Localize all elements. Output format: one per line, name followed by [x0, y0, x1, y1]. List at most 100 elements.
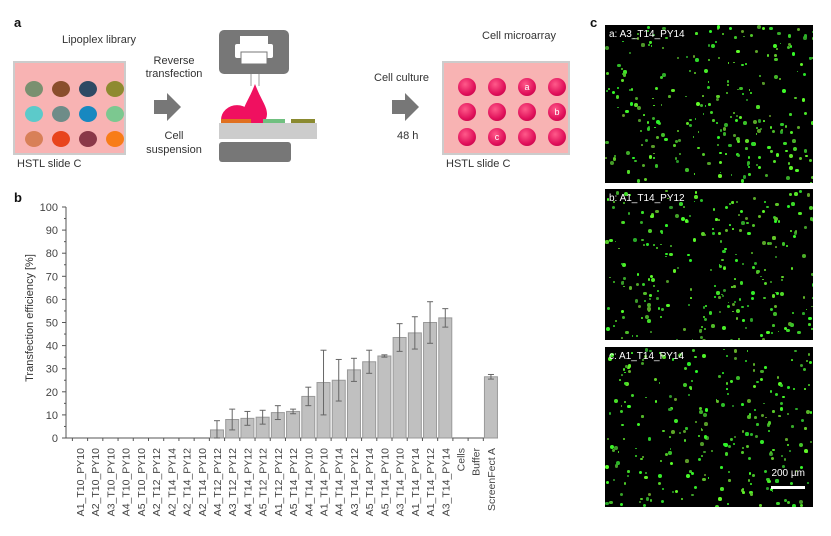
fluorescent-cell: [692, 55, 696, 59]
fluorescent-cell: [701, 455, 704, 457]
fluorescent-cell: [621, 79, 624, 82]
fluorescent-cell: [641, 238, 644, 242]
fluorescent-cell: [644, 471, 648, 475]
fluorescent-cell: [699, 335, 704, 340]
fluorescent-cell: [714, 505, 719, 507]
fluorescent-cell: [718, 264, 721, 266]
fluorescent-cell: [733, 285, 736, 288]
fluorescent-cell: [811, 30, 813, 34]
fluorescent-cell: [689, 288, 693, 291]
fluorescent-cell: [757, 119, 761, 123]
fluorescent-cell: [716, 400, 719, 403]
fluorescent-cell: [810, 121, 813, 125]
fluorescent-cell: [783, 498, 787, 502]
fluorescent-cell: [764, 366, 767, 370]
fluorescent-cell: [790, 130, 794, 135]
fluorescent-cell: [605, 464, 609, 469]
fluorescent-cell: [621, 423, 624, 427]
fluorescent-cell: [755, 132, 758, 135]
fluorescent-cell: [791, 312, 794, 314]
fluorescent-cell: [718, 311, 722, 314]
fluorescent-cell: [655, 136, 659, 139]
fluorescent-cell: [756, 269, 760, 273]
x-tick-label: A5_T10_PY10: [136, 448, 148, 516]
fluorescent-cell: [612, 157, 617, 161]
fluorescent-cell: [622, 40, 624, 43]
fluorescent-cell: [617, 106, 619, 109]
fluorescent-cell: [779, 42, 782, 45]
fluorescent-cell: [727, 393, 730, 396]
fluorescent-cell: [811, 57, 813, 59]
fluorescent-cell: [638, 501, 641, 504]
y-tick-label: 90: [46, 225, 58, 237]
fluorescent-cell: [614, 398, 619, 403]
fluorescent-cell: [702, 306, 706, 309]
fluorescent-cell: [729, 339, 734, 340]
fluorescent-cell: [668, 451, 672, 455]
fluorescent-cell: [755, 50, 759, 54]
fluorescent-cell: [720, 402, 725, 407]
fluorescent-cell: [703, 435, 707, 439]
fluorescent-cell: [736, 201, 739, 204]
fluorescent-cell: [606, 326, 611, 331]
fluorescent-cell: [661, 354, 666, 359]
fluorescent-cell: [740, 179, 745, 183]
fluorescent-cell: [796, 125, 800, 129]
fluorescent-cell: [694, 420, 698, 424]
fluorescent-cell: [773, 217, 778, 221]
fluorescent-cell: [743, 35, 745, 38]
fluorescent-cell: [683, 328, 686, 331]
fluorescent-cell: [715, 399, 718, 402]
fluorescent-cell: [623, 201, 626, 204]
fluorescent-cell: [720, 466, 723, 469]
fluorescent-cell: [655, 209, 660, 214]
fluorescent-cell: [776, 292, 779, 295]
fluorescent-cell: [804, 427, 807, 430]
fluorescent-cell: [640, 497, 643, 501]
fluorescent-cell: [711, 324, 715, 328]
fluorescent-cell: [705, 435, 709, 440]
lipoplex-spot: [106, 81, 124, 97]
fluorescent-cell: [741, 318, 745, 322]
fluorescent-cell: [803, 36, 807, 40]
fluorescent-cell: [648, 278, 651, 281]
fluorescent-cell: [787, 34, 791, 38]
fluorescent-cell: [628, 286, 633, 290]
fluorescent-cell: [689, 470, 693, 474]
fluorescent-cell: [806, 193, 811, 198]
fluorescent-cell: [727, 444, 732, 449]
fluorescent-cell: [719, 129, 723, 133]
fluorescent-cell: [748, 472, 751, 475]
fluorescent-cell: [689, 118, 692, 122]
lipoplex-spot: [52, 106, 70, 122]
fluorescent-cell: [660, 459, 663, 462]
hours-label: 48 h: [397, 130, 419, 142]
fluorescent-cell: [736, 49, 740, 53]
fluorescent-cell: [685, 427, 688, 430]
fluorescent-cell: [685, 459, 689, 464]
fluorescent-cell: [694, 71, 697, 74]
fluorescent-cell: [621, 310, 624, 314]
fluorescent-cell: [771, 456, 775, 460]
fluorescent-cell: [774, 53, 778, 57]
fluorescent-cell: [627, 364, 632, 368]
fluorescent-cell: [775, 203, 779, 207]
fluorescent-cell: [747, 478, 751, 482]
fluorescent-cell: [789, 113, 792, 116]
fluorescent-cell: [791, 52, 795, 56]
fluorescent-cell: [685, 168, 689, 172]
fluorescent-cell: [808, 360, 813, 365]
fluorescent-cell: [719, 264, 723, 268]
fluorescent-cell: [741, 488, 745, 491]
fluorescent-cell: [772, 44, 777, 49]
y-tick-label: 80: [46, 248, 58, 260]
cell-spot: [488, 78, 506, 96]
fluorescent-cell: [691, 338, 694, 340]
fluorescent-cell: [745, 98, 748, 101]
fluorescent-cell: [656, 290, 659, 293]
fluorescent-cell: [674, 418, 678, 423]
fluorescent-cell: [772, 294, 776, 298]
fluorescent-cell: [799, 465, 804, 469]
fluorescent-cell: [721, 293, 723, 296]
x-tick-label: A1_T12_PY12: [273, 448, 285, 516]
